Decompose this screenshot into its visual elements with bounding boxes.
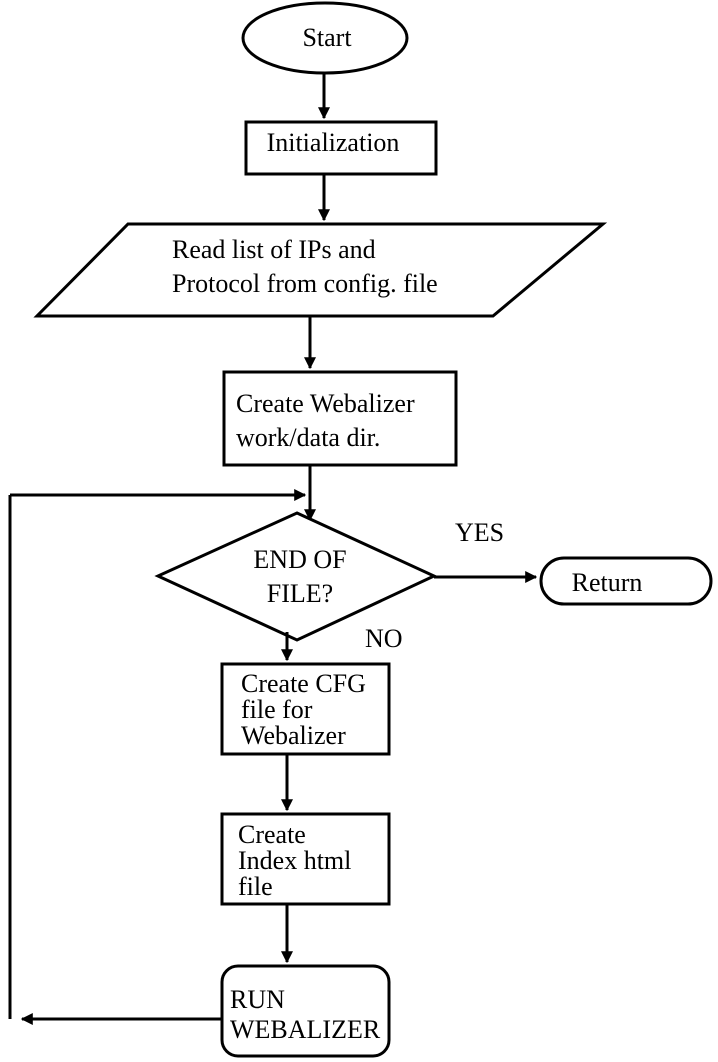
create-index-line2: Index html — [238, 846, 351, 875]
read-config-shape — [33, 222, 608, 318]
create-dir-line2: work/data dir. — [236, 423, 380, 452]
create-cfg-box — [220, 662, 391, 756]
create-dir-node: Create Webalizer work/data dir. — [222, 370, 458, 467]
create-index-node: Create Index html file — [220, 812, 391, 906]
decision-line2: FILE? — [267, 579, 333, 608]
create-index-box — [220, 812, 391, 906]
return-shape — [539, 556, 713, 606]
read-config-line1: Read list of IPs and — [172, 235, 376, 264]
create-index-line1: Create — [238, 820, 306, 849]
start-node: Start — [241, 1, 409, 75]
create-index-line3: file — [238, 872, 273, 901]
create-cfg-line2: file for — [241, 695, 313, 724]
no-label: NO — [365, 624, 403, 653]
return-node: Return — [539, 556, 713, 606]
decision-node: END OF FILE? — [154, 511, 438, 642]
create-cfg-line3: Webalizer — [241, 721, 346, 750]
init-box — [244, 120, 438, 176]
init-label: Initialization — [267, 128, 400, 157]
create-dir-line1: Create Webalizer — [236, 389, 415, 418]
create-cfg-node: Create CFG file for Webalizer — [220, 662, 391, 756]
create-dir-box — [222, 370, 458, 467]
run-webalizer-line1: RUN — [230, 985, 285, 1014]
read-config-line2: Protocol from config. file — [172, 269, 438, 298]
yes-label: YES — [455, 518, 504, 547]
run-webalizer-box — [220, 964, 391, 1058]
start-label: Start — [302, 23, 352, 52]
read-config-node: Read list of IPs and Protocol from confi… — [33, 222, 608, 318]
decision-diamond — [154, 511, 438, 642]
create-cfg-line1: Create CFG — [241, 669, 366, 698]
run-webalizer-line2: WEBALIZER — [230, 1015, 381, 1044]
init-node: Initialization — [244, 120, 438, 176]
return-label: Return — [572, 568, 643, 597]
decision-line1: END OF — [253, 545, 346, 574]
run-webalizer-node: RUN WEBALIZER — [220, 964, 391, 1058]
